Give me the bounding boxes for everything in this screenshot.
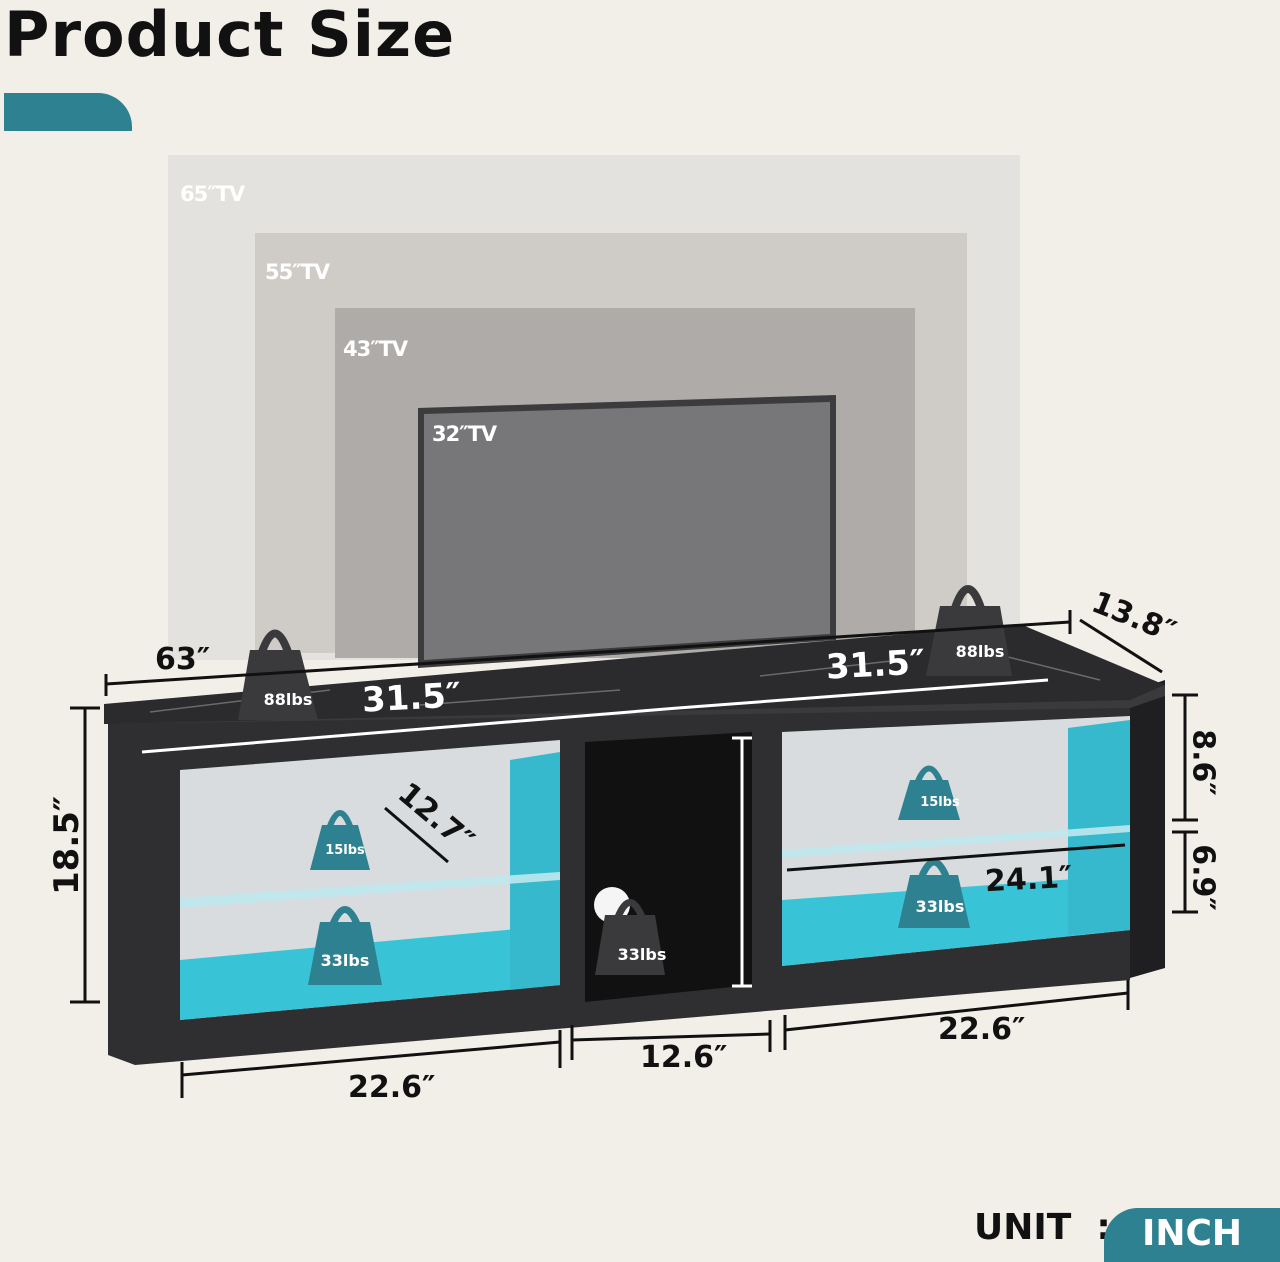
weight-left-shelf-label: 15lbs	[325, 843, 365, 858]
weight-right-bottom-label: 33lbs	[915, 897, 965, 916]
right-shelf-width-label: 24.1″	[984, 859, 1074, 900]
weight-top-left-label: 88lbs	[263, 690, 313, 709]
weight-top-right	[926, 606, 1012, 676]
unit-badge	[1104, 1208, 1280, 1262]
total-width-label: 63″	[155, 642, 211, 677]
height-label: 18.5″	[47, 795, 87, 895]
tv-43-label: 43″TV	[343, 337, 408, 361]
center-cabinet-width-label: 12.6″	[640, 1040, 728, 1075]
weight-icons	[238, 585, 1012, 975]
tv-32-label: 32″TV	[432, 422, 497, 446]
center-height-label: 15.9″	[698, 806, 738, 906]
tv-55-label: 55″TV	[265, 260, 330, 284]
half-width-right-label: 31.5″	[825, 642, 927, 688]
weight-center-bottom-label: 33lbs	[617, 945, 667, 964]
unit-label: UNIT :	[974, 1207, 1111, 1248]
dimension-lines	[70, 610, 1198, 1098]
tv-65-label: 65″TV	[180, 182, 245, 206]
right-lower-height-label: 6.9″	[1185, 844, 1221, 911]
weight-top-right-label: 88lbs	[955, 642, 1005, 661]
half-width-left-label: 31.5″	[361, 675, 463, 721]
weight-right-shelf-label: 15lbs	[920, 795, 960, 810]
teal-weight-icons	[308, 765, 970, 985]
dimension-lines-white	[141, 678, 1049, 988]
unit-value: INCH	[1141, 1213, 1243, 1254]
page-title: Product Size	[4, 0, 456, 71]
weight-center	[595, 915, 665, 975]
weight-left-bottom-label: 33lbs	[320, 951, 370, 970]
right-upper-height-label: 8.6″	[1185, 729, 1221, 796]
right-cabinet-width-label: 22.6″	[938, 1012, 1026, 1047]
title-accent-bar	[4, 93, 132, 131]
weight-top-left	[238, 650, 318, 720]
left-cabinet-width-label: 22.6″	[348, 1070, 436, 1105]
